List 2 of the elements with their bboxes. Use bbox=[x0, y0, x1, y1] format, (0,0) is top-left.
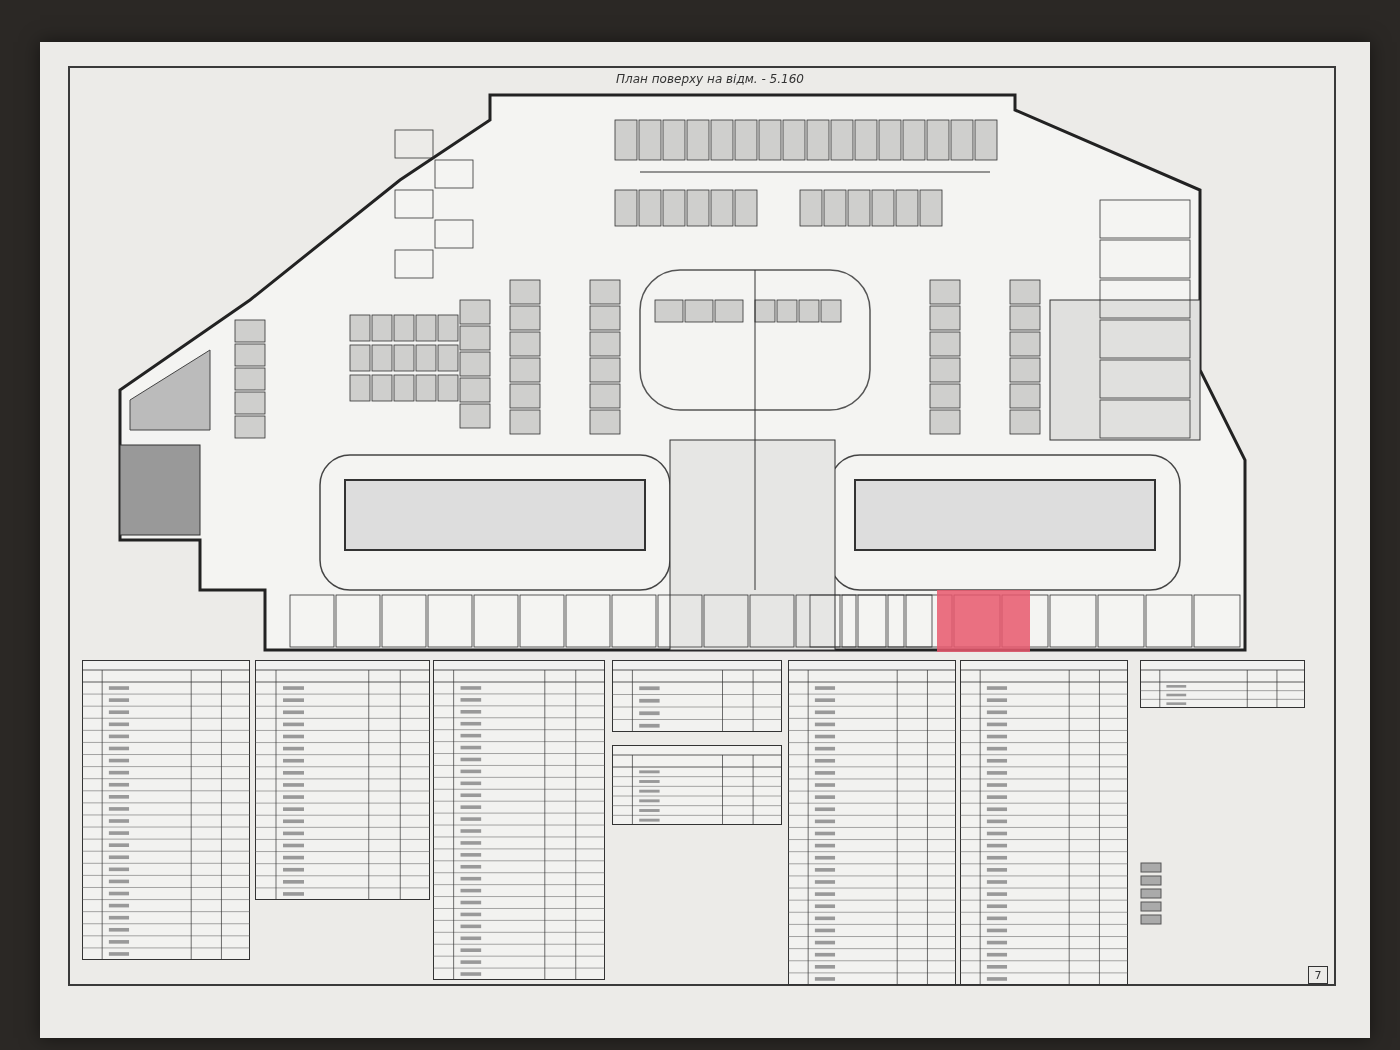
page-number: 7 bbox=[1308, 966, 1328, 984]
plan-title: План поверху на відм. - 5.160 bbox=[615, 72, 805, 86]
